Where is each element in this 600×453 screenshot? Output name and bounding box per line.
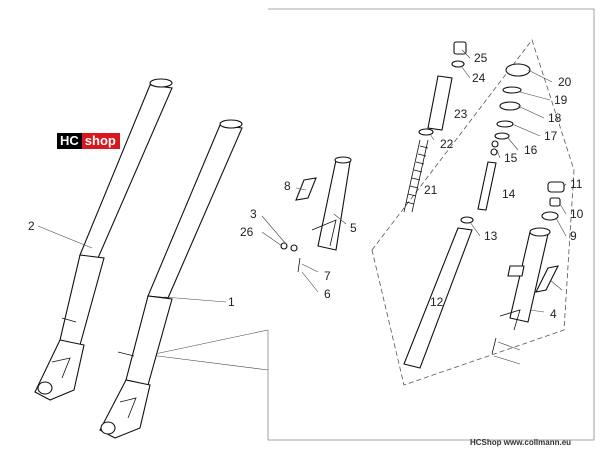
callout-14: 14 (502, 187, 516, 201)
callout-6: 6 (324, 287, 331, 301)
callout-24: 24 (472, 71, 486, 85)
callout-10: 10 (570, 207, 584, 221)
logo-hc-text: HC (57, 133, 82, 149)
callout-19: 19 (554, 93, 568, 107)
callout-2: 2 (28, 219, 35, 233)
lower-leg-mid (280, 156, 352, 273)
callout-17: 17 (544, 129, 558, 143)
callout-21: 21 (424, 183, 438, 197)
callout-20: 20 (558, 75, 572, 89)
footer-credit: HCShop www.collmann.eu (470, 438, 572, 447)
callout-18: 18 (548, 111, 562, 125)
callout-12: 12 (430, 295, 444, 309)
callout-1: 1 (228, 295, 235, 309)
connector-line (149, 354, 269, 371)
seal (460, 216, 474, 224)
callout-22: 22 (440, 137, 454, 151)
callout-5: 5 (350, 221, 357, 235)
detail-frame (267, 8, 595, 441)
callout-labels: 1 2 3 4 5 6 7 8 9 10 11 12 13 14 15 16 1… (28, 51, 584, 321)
fork-leg-right (99, 119, 243, 439)
damper-rod (477, 161, 497, 211)
connector-line (149, 329, 269, 356)
logo-shop-text: shop (81, 133, 120, 149)
callout-15: 15 (504, 151, 518, 165)
callout-7: 7 (324, 269, 331, 283)
callout-25: 25 (474, 51, 488, 65)
callout-16: 16 (524, 143, 538, 157)
dashed-assembly-outline (371, 39, 575, 386)
callout-13: 13 (484, 229, 498, 243)
leader-lines (37, 49, 567, 365)
inner-tube (403, 227, 473, 369)
spacer-tube (427, 75, 453, 131)
callout-23: 23 (454, 107, 468, 121)
callout-9: 9 (570, 229, 577, 243)
lower-leg-right (491, 227, 559, 355)
fork-leg-left (34, 78, 173, 401)
callout-3: 3 (250, 207, 257, 221)
callout-8: 8 (284, 179, 291, 193)
spring (403, 139, 429, 213)
callout-4: 4 (550, 307, 557, 321)
hcshop-logo: HC shop (57, 133, 120, 149)
callout-11: 11 (570, 177, 583, 191)
callout-26: 26 (240, 225, 254, 239)
